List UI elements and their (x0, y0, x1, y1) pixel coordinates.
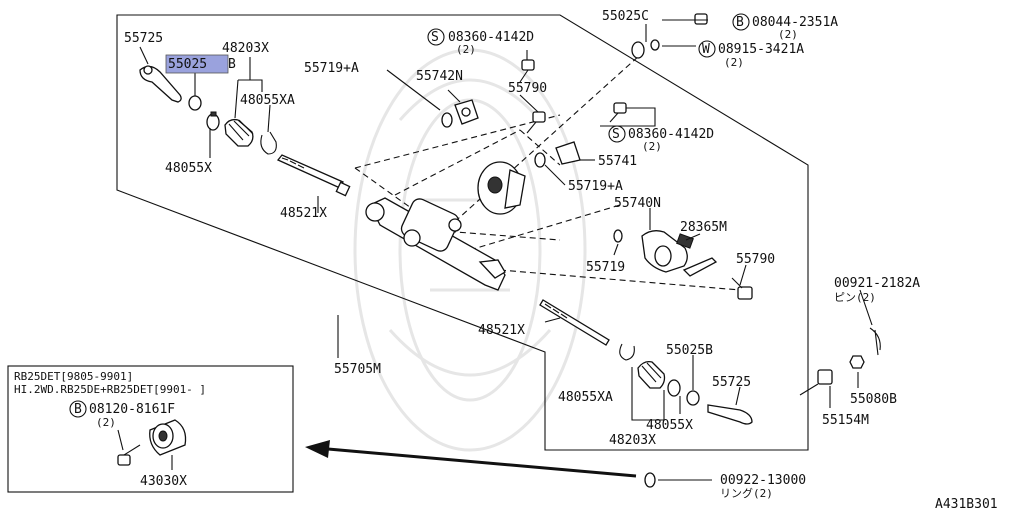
inset-circled-b: B (74, 402, 82, 417)
highlight-box (165, 54, 229, 74)
label-00922[interactable]: 00922-13000 (720, 473, 806, 488)
inner-rod-48521x-top[interactable] (276, 154, 351, 197)
washer-08915[interactable] (650, 39, 660, 51)
circled-s-top: S (431, 30, 439, 45)
label-55719a-top[interactable]: 55719+A (304, 61, 359, 76)
label-08915[interactable]: 08915-3421A (718, 42, 804, 57)
o-ring-55719a-top[interactable] (441, 112, 453, 128)
bracket-55741[interactable] (555, 141, 581, 165)
label-08044-qty: (2) (778, 28, 798, 41)
o-ring-55719[interactable] (613, 229, 623, 243)
stud-55154m[interactable] (799, 369, 833, 396)
label-55705m[interactable]: 55705M (334, 362, 381, 377)
label-55025b-bot[interactable]: 55025B (666, 343, 713, 358)
nut-55025b-top[interactable] (188, 95, 202, 111)
label-08044[interactable]: 08044-2351A (752, 15, 838, 30)
label-48055x-bot[interactable]: 48055X (646, 418, 693, 433)
nut-55025b-bot[interactable] (686, 390, 700, 406)
label-48521x-bot[interactable]: 48521X (478, 323, 525, 338)
washer-55025c[interactable] (631, 41, 645, 59)
gear-housing-55705m[interactable] (365, 196, 506, 291)
label-48055xa-bot[interactable]: 48055XA (558, 390, 613, 405)
label-48055x-top[interactable]: 48055X (165, 161, 212, 176)
label-08360-mid-qty: (2) (642, 140, 662, 153)
label-48055xa-top[interactable]: 48055XA (240, 93, 295, 108)
inset-box (7, 365, 294, 493)
label-08360-top[interactable]: 08360-4142D (448, 30, 534, 45)
label-00922-sub: リング(2) (720, 486, 773, 500)
label-55740n[interactable]: 55740N (614, 196, 661, 211)
label-55025b-top-suffix: B (228, 57, 236, 72)
clip-48055xa-top[interactable] (260, 131, 277, 155)
label-55790-top[interactable]: 55790 (508, 81, 547, 96)
nut-55080b[interactable] (849, 355, 865, 369)
label-00921-sub: ピン(2) (834, 291, 876, 304)
label-55080b[interactable]: 55080B (850, 392, 897, 407)
bolt-55790-top[interactable] (526, 111, 546, 134)
clip-48055xa-bot[interactable] (619, 343, 635, 361)
label-55154m[interactable]: 55154M (822, 413, 869, 428)
label-43030x[interactable]: 43030X (140, 474, 187, 489)
ring-00922[interactable] (644, 472, 656, 488)
label-55725-top[interactable]: 55725 (124, 31, 163, 46)
label-28365m[interactable]: 28365M (680, 220, 727, 235)
tie-rod-end-55725-top[interactable] (139, 65, 182, 103)
label-08915-qty: (2) (724, 56, 744, 69)
pin-00921[interactable] (869, 327, 881, 356)
bracket-28365m[interactable] (682, 257, 718, 277)
circled-b-top: B (736, 15, 744, 30)
label-08360-mid[interactable]: 08360-4142D (628, 127, 714, 142)
seal-plate-55742n[interactable] (454, 99, 479, 125)
diagram-code: A431B301 (935, 497, 998, 510)
circled-w: W (702, 42, 710, 57)
inset-arrow (305, 440, 637, 478)
label-08120-qty: (2) (96, 416, 116, 429)
part-labels: 55725 55025 B 48203X 48055XA 48055X 4852… (124, 9, 998, 510)
bolt-55790-bot[interactable] (731, 277, 753, 300)
o-ring-55719a-mid[interactable] (534, 152, 546, 168)
valve-body[interactable] (477, 161, 526, 215)
leader-lines (139, 19, 873, 481)
label-48521x-top[interactable]: 48521X (280, 206, 327, 221)
label-55719a-mid[interactable]: 55719+A (568, 179, 623, 194)
actuator-55740n[interactable] (641, 230, 694, 273)
tie-rod-end-55725-bot[interactable] (707, 404, 753, 425)
inset-line2: HI.2WD.RB25DE+RB25DET[9901- ] (14, 383, 206, 396)
bolt-08360-top[interactable] (519, 59, 535, 83)
label-08360-top-qty: (2) (456, 43, 476, 56)
label-08120[interactable]: 08120-8161F (89, 402, 175, 417)
assembly-outline (116, 14, 809, 451)
inner-rod-48521x-bot[interactable] (539, 299, 610, 346)
clamp-48055x-bot[interactable] (667, 379, 681, 397)
label-48203x-bot[interactable]: 48203X (609, 433, 656, 448)
label-55725-bot[interactable]: 55725 (712, 375, 751, 390)
label-55742n[interactable]: 55742N (416, 69, 463, 84)
bolt-08360-mid[interactable] (609, 102, 627, 123)
mount-43030x[interactable] (149, 419, 187, 456)
boot-48203x-bot[interactable] (637, 360, 666, 389)
boot-48203x-top[interactable] (224, 118, 254, 147)
bolt-08120[interactable] (117, 444, 141, 466)
label-55719[interactable]: 55719 (586, 260, 625, 275)
bolt-08044[interactable] (694, 13, 708, 25)
label-55025b-top[interactable]: 55025 (168, 57, 207, 72)
circled-markers (69, 13, 750, 418)
circled-s-mid: S (612, 127, 620, 142)
inset-labels: RB25DET[9805-9901] HI.2WD.RB25DE+RB25DET… (14, 370, 206, 489)
label-00921[interactable]: 00921-2182A (834, 276, 920, 291)
clamp-48055x-top[interactable] (206, 111, 220, 131)
label-55790-bot[interactable]: 55790 (736, 252, 775, 267)
label-55741[interactable]: 55741 (598, 154, 637, 169)
inset-line1: RB25DET[9805-9901] (14, 370, 133, 383)
label-48203x-top[interactable]: 48203X (222, 41, 269, 56)
label-55025c[interactable]: 55025C (602, 9, 649, 24)
